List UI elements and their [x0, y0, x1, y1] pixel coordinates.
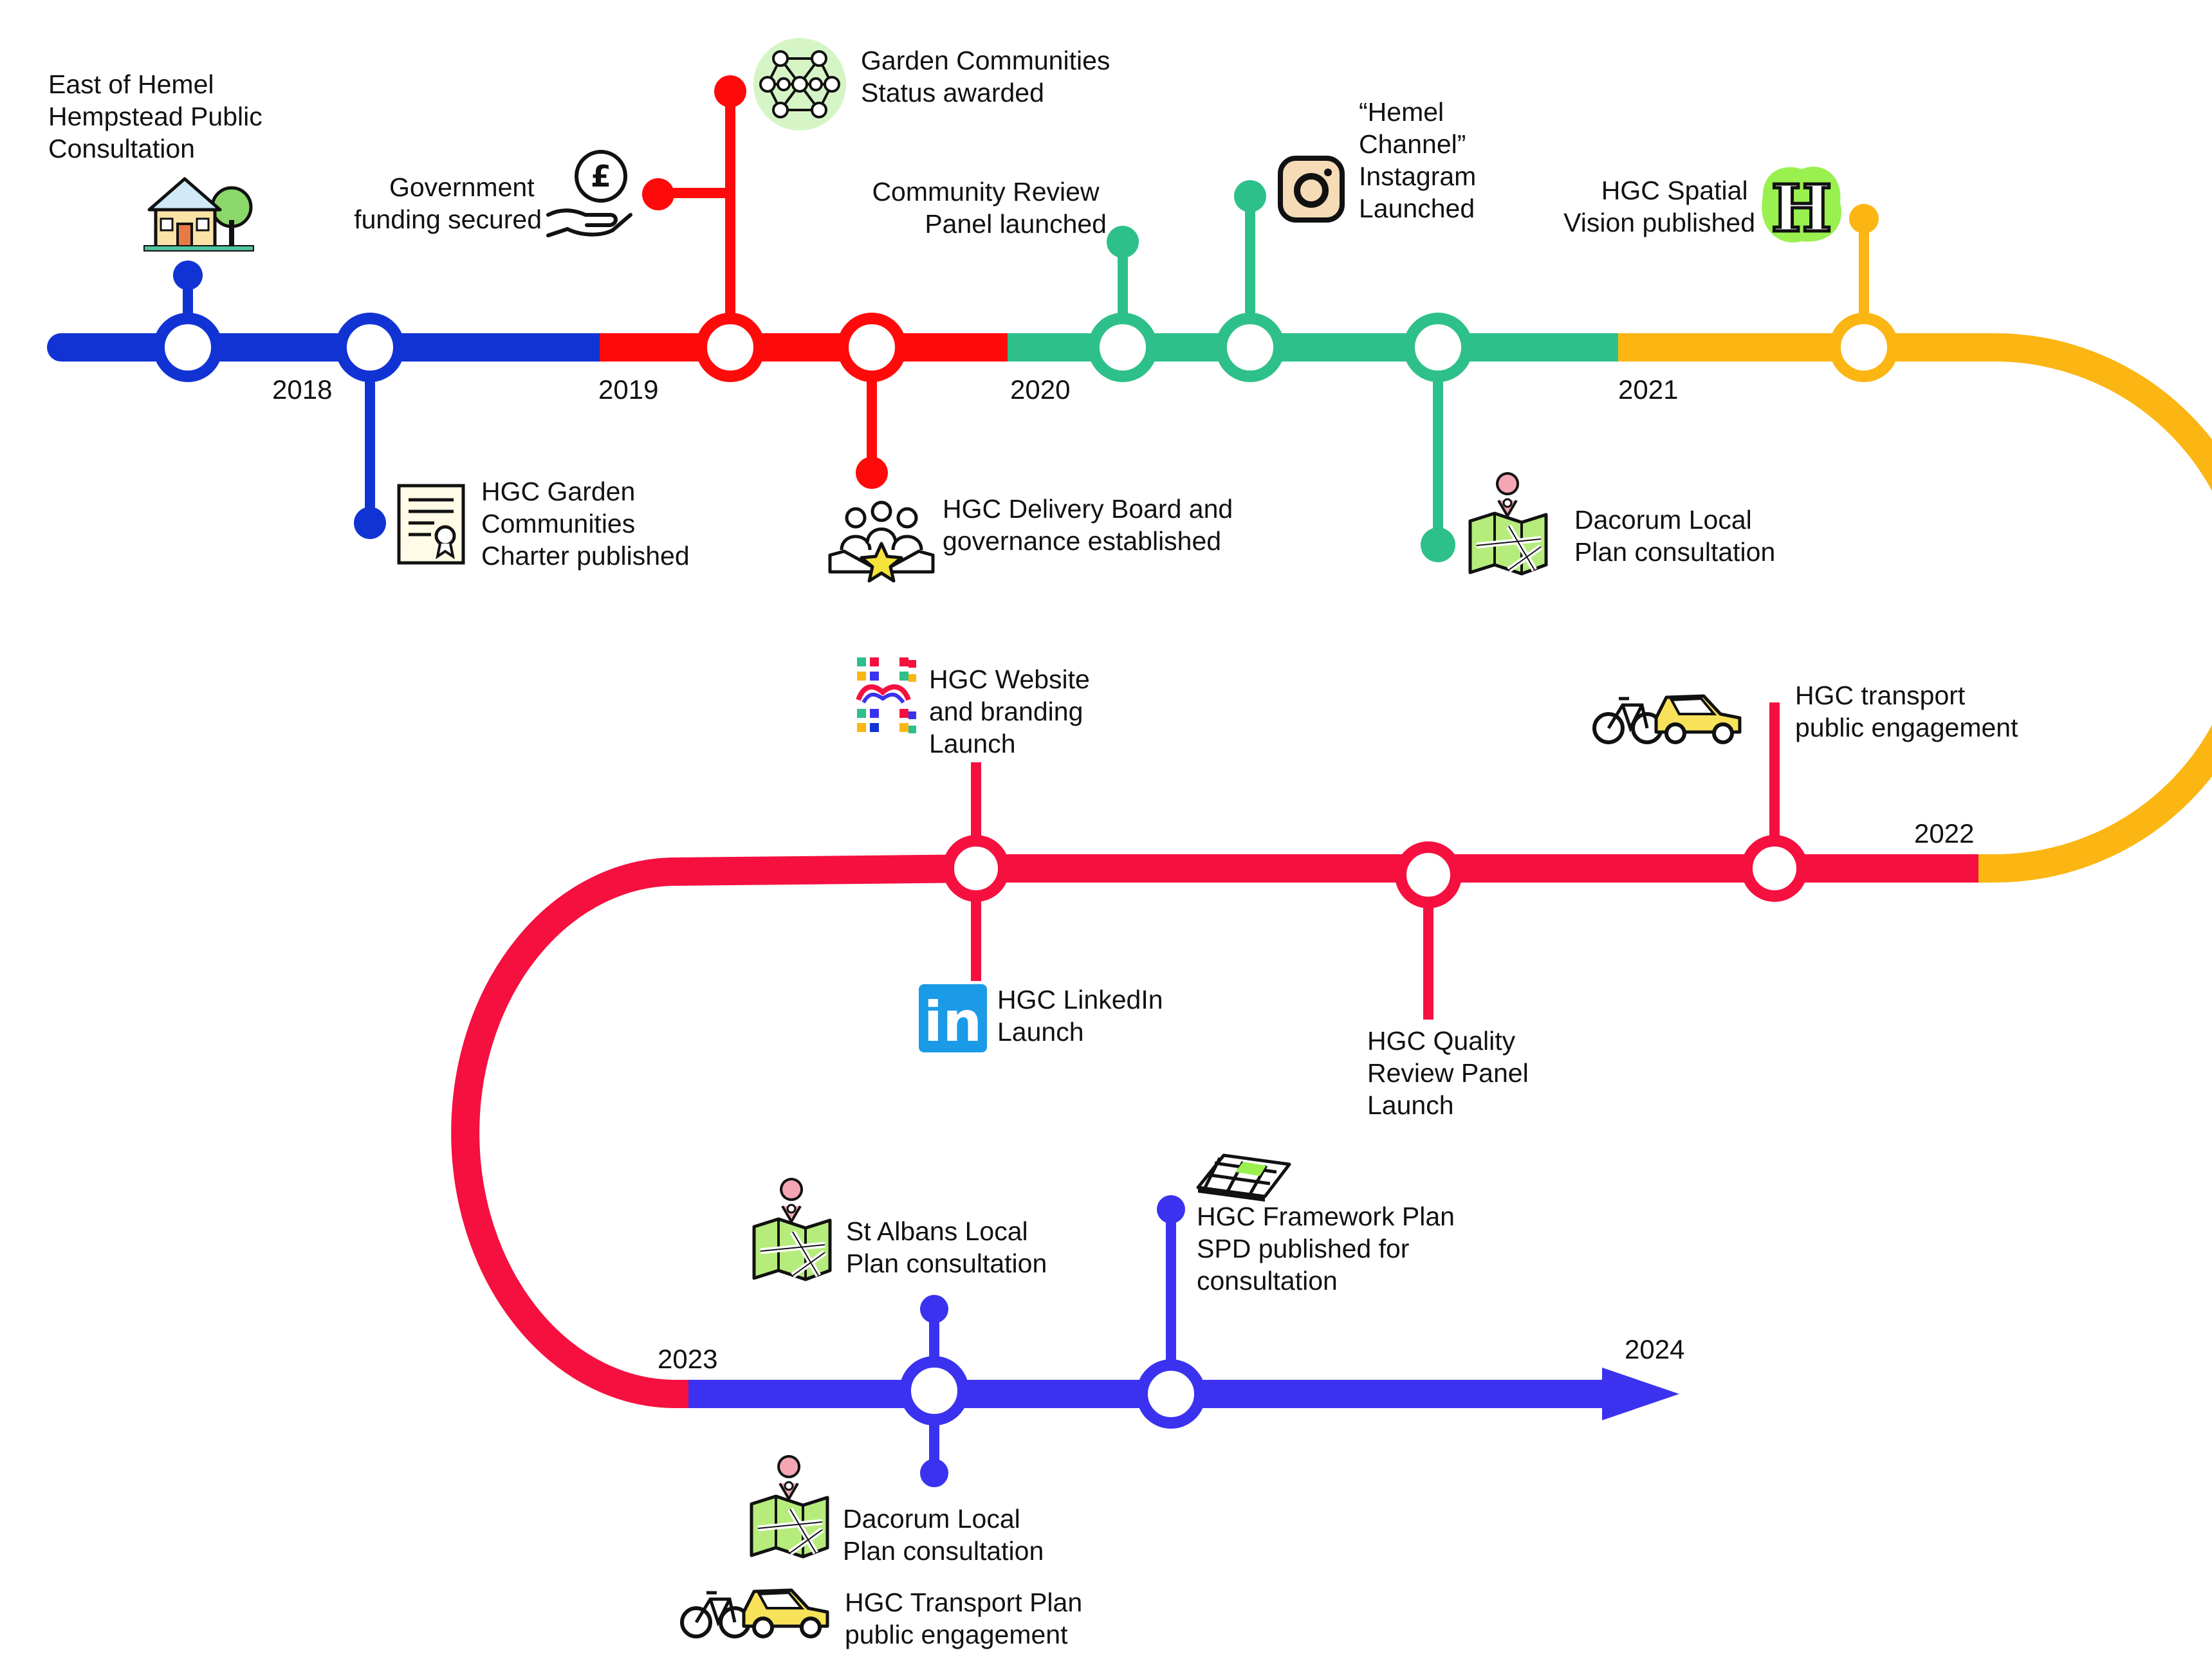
- station-e5: [837, 313, 907, 382]
- event-label-e9: HGC Spatial Vision published: [1563, 176, 1755, 237]
- dot-e5: [856, 457, 888, 489]
- house-icon: [143, 177, 254, 252]
- event-labels: East of Hemel Hempstead Public Consultat…: [48, 46, 2018, 1649]
- dot-e2: [354, 507, 386, 539]
- event-label-e10: HGC transport public engagement: [1795, 681, 2018, 742]
- event-label-e5: HGC Delivery Board and governance establ…: [943, 494, 1240, 556]
- station-e2: [335, 313, 405, 382]
- dot-e1: [173, 261, 203, 290]
- station-e14: [899, 1356, 969, 1425]
- dot-e6: [1107, 226, 1139, 258]
- station-e10: [1741, 835, 1808, 902]
- event-label-e6: Community Review Panel launched: [872, 177, 1107, 239]
- event-label-e15: HGC Framework Plan SPD published for con…: [1197, 1202, 1462, 1296]
- bike-car-icon: [1594, 696, 1740, 742]
- framework-plan-icon: [1196, 1153, 1291, 1202]
- event-label-e7: “Hemel Channel” Instagram Launched: [1359, 97, 1484, 223]
- branding-icon: [856, 657, 916, 733]
- svg-text:H: H: [1771, 170, 1832, 246]
- station-e6: [1088, 313, 1157, 382]
- station-e13: [1395, 841, 1462, 908]
- linkedin-icon: in: [919, 984, 987, 1054]
- year-2024: 2024: [1625, 1334, 1684, 1364]
- station-e7: [1215, 313, 1285, 382]
- pound-hand-icon: £: [546, 150, 632, 237]
- year-2019: 2019: [598, 374, 658, 405]
- dot-e4: [714, 75, 746, 107]
- map-icon: [754, 1179, 830, 1279]
- svg-text:in: in: [924, 990, 982, 1054]
- station-e4: [696, 313, 765, 382]
- bike-car-icon: [682, 1590, 827, 1636]
- year-2020: 2020: [1010, 374, 1070, 405]
- map-icon: [751, 1456, 827, 1557]
- station-e11: [943, 835, 1009, 902]
- event-label-e13: HGC Quality Review Panel Launch: [1367, 1026, 1536, 1120]
- instagram-icon: [1278, 156, 1345, 223]
- event-label-e1: East of Hemel Hempstead Public Consultat…: [48, 69, 270, 163]
- h-logo-icon: H: [1762, 167, 1841, 248]
- event-label-e8: Dacorum Local Plan consultation: [1574, 505, 1775, 567]
- year-labels: 2018 2019 2020 2021 2022 2023 2024: [272, 374, 1974, 1374]
- network-icon: [753, 38, 846, 131]
- svg-text:£: £: [591, 159, 611, 194]
- event-label-e2: HGC Garden Communities Charter published: [481, 477, 690, 571]
- event-label-e3: Government funding secured: [354, 172, 542, 234]
- icons: £: [143, 38, 1841, 1636]
- dot-e8: [1421, 527, 1455, 562]
- dot-e7: [1234, 180, 1266, 212]
- year-2023: 2023: [658, 1344, 717, 1374]
- team-star-icon: [828, 500, 935, 583]
- dot-e15: [1157, 1195, 1185, 1223]
- event-label-e12: HGC LinkedIn Launch: [997, 985, 1170, 1047]
- track-2022: [451, 854, 1978, 1408]
- event-label-e17: HGC Transport Plan public engagement: [845, 1588, 1090, 1649]
- event-label-e11: HGC Website and branding Launch: [929, 664, 1097, 758]
- year-2022: 2022: [1914, 818, 1974, 848]
- stem-end-dots: [173, 75, 1879, 1487]
- station-e9: [1829, 313, 1899, 382]
- event-label-e4: Garden Communities Status awarded: [861, 46, 1118, 107]
- dot-e14: [920, 1295, 948, 1323]
- track-2021: [1618, 333, 2212, 883]
- certificate-icon: [397, 484, 465, 565]
- event-label-e16: Dacorum Local Plan consultation: [843, 1504, 1044, 1566]
- stations: [153, 313, 1899, 1429]
- station-e1: [153, 313, 223, 382]
- dot-e16: [920, 1459, 948, 1487]
- dot-e3: [642, 178, 674, 210]
- station-e8: [1403, 313, 1473, 382]
- map-icon: [1470, 473, 1546, 574]
- dot-e9: [1849, 204, 1879, 234]
- year-2018: 2018: [272, 374, 332, 405]
- year-2021: 2021: [1618, 374, 1678, 405]
- station-e15: [1136, 1359, 1206, 1429]
- event-label-e14: St Albans Local Plan consultation: [846, 1216, 1047, 1278]
- timeline-arrowhead: [1602, 1368, 1679, 1420]
